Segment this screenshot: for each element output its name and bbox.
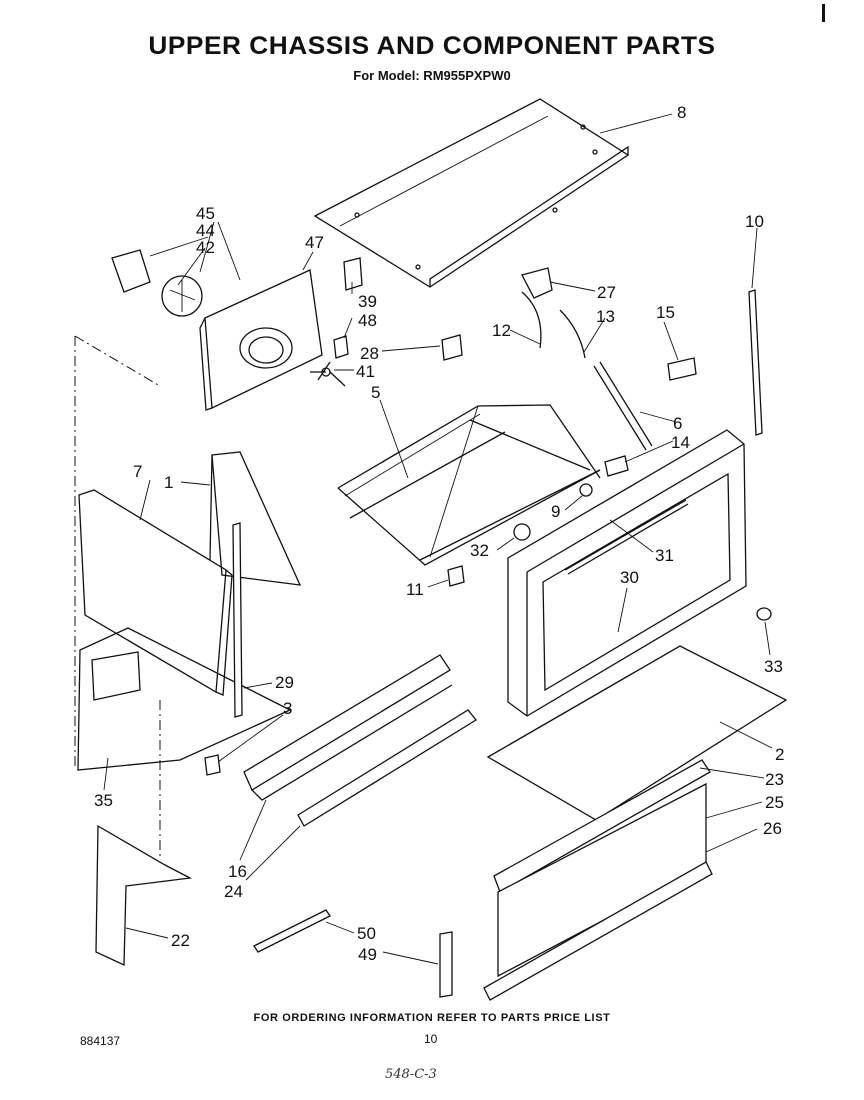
part-29-strip [232,522,243,718]
callout-25: 25 [765,793,784,812]
callout-23: 23 [765,770,784,789]
part-14-switch [604,455,629,477]
part-15-plate [667,357,697,381]
callout-6: 6 [673,414,682,433]
callout-13: 13 [596,307,615,326]
callout-14: 14 [671,433,690,452]
callout-12: 12 [492,321,511,340]
part-33-foot [756,607,772,621]
callout-41: 41 [356,362,375,381]
page-number: 10 [424,1032,438,1046]
callout-24: 24 [224,882,243,901]
part-35-side-cover [77,627,292,771]
callout-16: 16 [228,862,247,881]
part-9-knob [579,483,593,497]
callout-22: 22 [171,931,190,950]
callout-42: 42 [196,238,215,257]
callout-45: 45 [196,204,215,223]
ordering-note: FOR ORDERING INFORMATION REFER TO PARTS … [253,1012,611,1024]
callout-48: 48 [358,311,377,330]
callout-50: 50 [357,924,376,943]
part-24-tube [297,709,477,827]
callout-27: 27 [597,283,616,302]
part-5-frame [337,404,601,566]
leader-lines [103,113,773,965]
callout-33: 33 [764,657,783,676]
callout-7: 7 [133,462,142,481]
part-28-bracket [441,334,463,361]
reference-line [74,335,161,860]
callout-15: 15 [656,303,675,322]
part-32-knob [513,523,531,541]
part-13-wire [559,309,586,359]
part-6-rod [593,361,653,451]
callout-1: 1 [164,473,173,492]
callout-35: 35 [94,791,113,810]
part-22-bracket [95,824,193,967]
handwritten-note: 548-C-3 [385,1067,437,1082]
part-27-bracket [521,267,553,299]
part-2-bottom-panel [486,645,788,821]
part-7-side-panel [78,489,233,696]
callout-29: 29 [275,673,294,692]
callout-31: 31 [655,546,674,565]
part-16-rail [243,654,453,801]
part-8-top-panel [313,98,630,288]
callout-28: 28 [360,344,379,363]
part-50-element [253,909,331,953]
part-26-trim [483,861,713,1001]
model-subtitle: For Model: RM955PXPW0 [353,68,511,83]
callout-44: 44 [196,221,215,240]
callout-8: 8 [677,103,686,122]
callout-30: 30 [620,568,639,587]
callout-11: 11 [406,580,424,599]
callout-47: 47 [305,233,324,252]
part-1-bracket [209,451,302,586]
callout-39: 39 [358,292,377,311]
callout-9: 9 [551,502,560,521]
callout-10: 10 [745,212,764,231]
page-title: UPPER CHASSIS AND COMPONENT PARTS [148,32,716,60]
document-number: 884137 [80,1034,121,1048]
part-number-labels: 8 10 45 44 42 47 39 48 41 28 27 12 13 15… [94,103,784,964]
part-10-side-trim [748,289,763,436]
part-3-connector [204,754,221,776]
callout-3: 3 [283,699,292,718]
part-23-rail [493,759,711,893]
callout-26: 26 [763,819,782,838]
part-49-post [439,931,453,998]
part-12-wire [521,291,542,349]
fan-motor-assembly [111,249,363,411]
callout-5: 5 [371,383,380,402]
callout-2: 2 [775,745,784,764]
callout-49: 49 [358,945,377,964]
corner-registration-mark [822,4,825,22]
part-30-window-frame [507,429,747,717]
callout-32: 32 [470,541,489,560]
part-11-clip [447,565,465,587]
